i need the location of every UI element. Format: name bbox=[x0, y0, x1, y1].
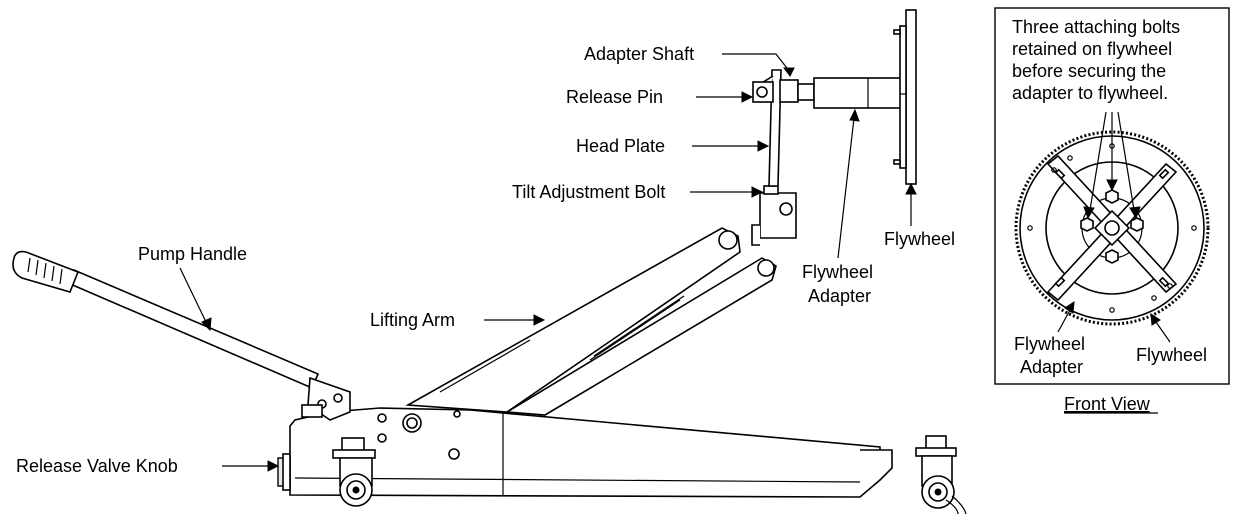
label-lifting-arm: Lifting Arm bbox=[370, 310, 455, 330]
arrow-flywheel-adapter bbox=[849, 108, 860, 122]
adapter-cross bbox=[1046, 154, 1178, 302]
arrow-tilt-adjustment-bolt bbox=[751, 186, 764, 198]
rear-caster bbox=[332, 437, 376, 507]
arrow-flywheel-side bbox=[905, 182, 917, 195]
inset-note-line-4: adapter to flywheel. bbox=[1012, 83, 1168, 103]
lifting-arm-part bbox=[405, 227, 777, 416]
arrow-inset-adapter bbox=[1064, 301, 1075, 314]
label-tilt-adjustment-bolt: Tilt Adjustment Bolt bbox=[512, 182, 665, 202]
label-pump-handle: Pump Handle bbox=[138, 244, 247, 264]
pump-handle-part bbox=[12, 250, 351, 421]
arrow-lifting-arm bbox=[533, 314, 546, 326]
bolt-leaders bbox=[1083, 111, 1141, 220]
inset-note-line-3: before securing the bbox=[1012, 61, 1166, 81]
release-valve-knob-part bbox=[277, 453, 291, 491]
front-view-inset: Three attaching bolts retained on flywhe… bbox=[994, 7, 1230, 385]
label-flywheel-side: Flywheel bbox=[884, 229, 955, 249]
label-release-pin: Release Pin bbox=[566, 87, 663, 107]
head-plate-assembly bbox=[751, 9, 917, 246]
jack-chassis bbox=[289, 407, 893, 498]
rim-holes bbox=[1027, 143, 1197, 313]
inset-adapter-line1: Flywheel bbox=[1014, 334, 1085, 354]
inset-note-line-2: retained on flywheel bbox=[1012, 39, 1172, 59]
label-adapter-shaft: Adapter Shaft bbox=[584, 44, 694, 64]
inset-adapter-line2: Adapter bbox=[1020, 357, 1083, 377]
arrow-release-pin bbox=[741, 91, 754, 103]
label-release-valve-knob: Release Valve Knob bbox=[16, 456, 178, 476]
leader-inset-adapter bbox=[1057, 309, 1071, 333]
label-flywheel-adapter-line1: Flywheel bbox=[802, 262, 873, 282]
inset-note-line-1: Three attaching bolts bbox=[1012, 17, 1180, 37]
arrow-pump-handle bbox=[201, 317, 212, 332]
leader-inset-flywheel bbox=[1155, 321, 1171, 343]
leader-pump-handle bbox=[179, 267, 207, 323]
leader-adapter-shaft bbox=[722, 53, 791, 73]
label-head-plate: Head Plate bbox=[576, 136, 665, 156]
arrow-head-plate bbox=[757, 140, 770, 152]
adapter-slots bbox=[1054, 168, 1170, 288]
inset-caption: Front View bbox=[1064, 394, 1151, 414]
attaching-bolts bbox=[1080, 189, 1144, 264]
arrow-adapter-shaft bbox=[783, 67, 795, 77]
arrow-inset-flywheel bbox=[1150, 313, 1161, 326]
arrow-release-valve-knob bbox=[267, 460, 280, 472]
inset-flywheel: Flywheel bbox=[1136, 345, 1207, 365]
front-caster bbox=[915, 435, 967, 515]
leader-flywheel-adapter bbox=[837, 117, 855, 259]
label-flywheel-adapter-line2: Adapter bbox=[808, 286, 871, 306]
